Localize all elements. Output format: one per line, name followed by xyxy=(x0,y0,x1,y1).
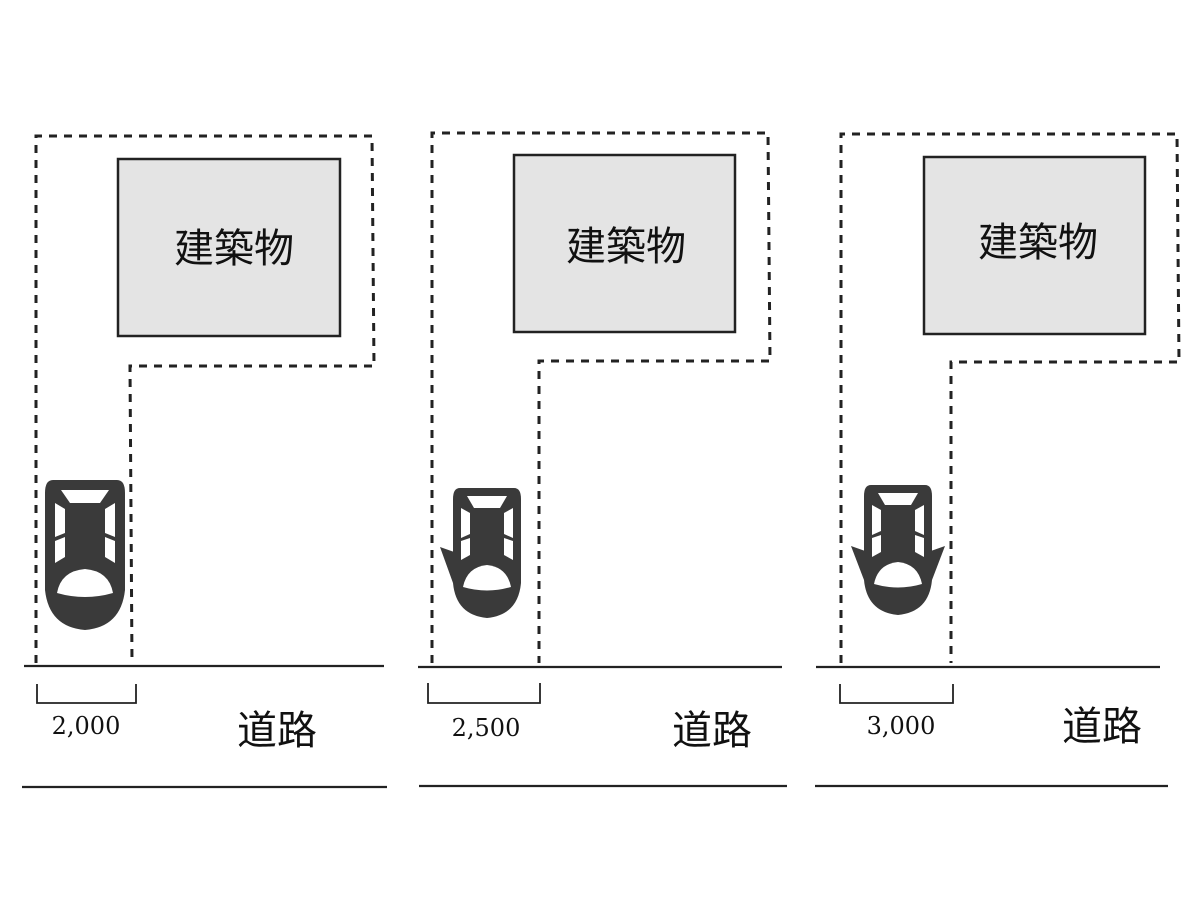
road-label: 道路 xyxy=(1062,704,1142,750)
width-dimension-label: 2,500 xyxy=(452,714,521,742)
building-label: 建築物 xyxy=(174,226,294,272)
car-icon xyxy=(440,488,521,618)
width-dimension-bracket xyxy=(36,684,137,704)
lot-boundary xyxy=(430,131,772,663)
car-icon xyxy=(851,485,945,615)
building-label: 建築物 xyxy=(566,224,686,270)
building xyxy=(116,157,342,338)
lot-boundary xyxy=(839,132,1181,663)
width-dimension-label: 2,000 xyxy=(52,712,121,740)
width-dimension-label: 3,000 xyxy=(867,712,936,740)
width-dimension-bracket xyxy=(839,684,954,704)
width-dimension-bracket xyxy=(427,683,541,704)
panel-2000: 建築物 2,000 道路 xyxy=(22,134,387,789)
road-label: 道路 xyxy=(672,708,752,754)
building xyxy=(512,153,737,334)
lot-boundary xyxy=(34,134,376,664)
building-label: 建築物 xyxy=(978,220,1098,266)
road-label: 道路 xyxy=(237,708,317,754)
panel-2500: 建築物 2,500 道路 xyxy=(418,131,787,788)
panel-3000: 建築物 3,000 道路 xyxy=(815,132,1181,788)
building xyxy=(922,155,1147,336)
car-icon xyxy=(45,480,125,630)
